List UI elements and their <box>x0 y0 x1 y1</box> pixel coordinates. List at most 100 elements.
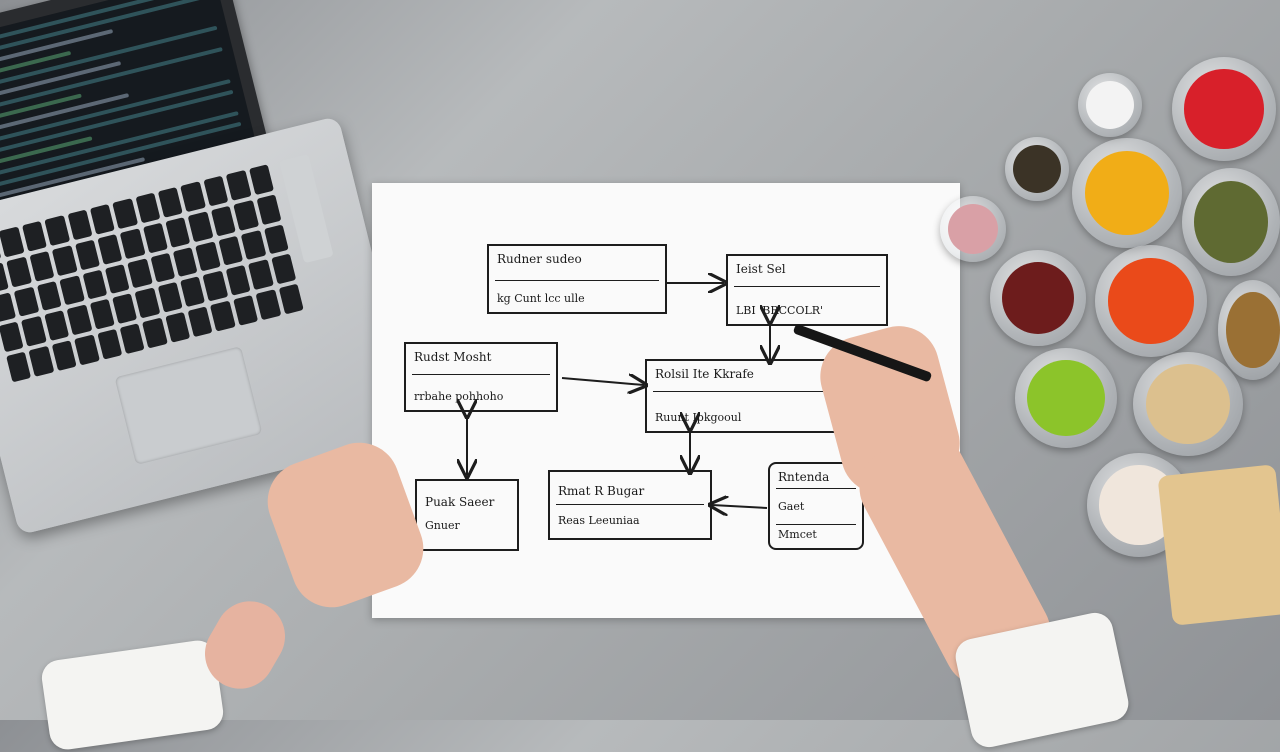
flow-box-footer: Mmcet <box>778 528 817 542</box>
keyboard-key <box>0 321 25 353</box>
keyboard-key <box>104 263 130 295</box>
bowl-turmeric <box>1072 138 1182 248</box>
keyboard-key <box>203 175 229 207</box>
flow-box-subtitle: rrbahe pohhoho <box>414 390 504 404</box>
keyboard-key <box>67 209 93 241</box>
flow-box: Rudner sudeo kg Cunt lcc ulle <box>487 244 667 314</box>
arrow-6 <box>712 505 768 508</box>
keyboard-key <box>157 186 184 218</box>
keyboard-key <box>96 329 123 360</box>
keyboard-key <box>240 229 267 261</box>
keyboard-key <box>0 291 17 323</box>
keyboard-key <box>74 334 100 366</box>
keyboard-key <box>233 199 259 231</box>
flow-box-subtitle: Gaet <box>778 500 805 514</box>
bowl-peas <box>1015 348 1117 448</box>
keyboard-key <box>248 259 274 291</box>
flow-box-subtitle: Ruunt Ipkgooul <box>655 411 742 425</box>
keyboard-key <box>44 310 70 342</box>
keyboard-key <box>36 280 62 312</box>
flow-box-title: Rolsil Ite Kkrafe <box>655 367 754 381</box>
keyboard-key <box>210 205 236 237</box>
keyboard-key <box>134 287 161 319</box>
keyboard-key <box>127 257 153 289</box>
keyboard-key <box>74 239 100 271</box>
keyboard-key <box>248 164 274 195</box>
keyboard-key <box>142 317 168 349</box>
keyboard-key <box>225 169 252 201</box>
keyboard-key <box>119 228 146 259</box>
arrow-2 <box>561 378 644 385</box>
keyboard-key <box>51 340 77 372</box>
bowl-pink-salt <box>940 196 1006 262</box>
keyboard-key <box>256 194 282 225</box>
keyboard-key <box>6 256 32 288</box>
keyboard-key <box>21 316 47 347</box>
bowl-grains <box>1133 352 1243 456</box>
keyboard-key <box>195 241 221 272</box>
keyboard-key <box>164 312 191 343</box>
keyboard-key <box>66 304 93 336</box>
keyboard-key <box>97 233 123 265</box>
bowl-peppercorns <box>1005 137 1069 201</box>
keyboard-key <box>28 346 55 377</box>
keyboard-key <box>278 283 304 315</box>
keyboard-key <box>135 192 161 224</box>
keyboard-key <box>112 293 138 325</box>
bowl-salt <box>1078 73 1142 137</box>
keyboard-key <box>59 274 85 306</box>
keyboard-key <box>0 226 25 258</box>
flow-box: Rolsil Ite Kkrafe Ruunt Ipkgooul <box>645 359 841 433</box>
trackpad <box>114 346 263 465</box>
keyboard-key <box>6 351 32 383</box>
keyboard-key <box>165 216 191 248</box>
keyboard-key <box>210 300 236 332</box>
keyboard-key <box>29 250 55 282</box>
bowl-red-seeds <box>990 250 1086 346</box>
keyboard-key <box>89 203 116 235</box>
keyboard-key <box>233 295 259 326</box>
flow-box: Rudst Mosht rrbahe pohhoho <box>404 342 558 412</box>
flow-box-subtitle: LBI 'BRCCOLR' <box>736 304 824 318</box>
keyboard-key <box>180 181 206 212</box>
keyboard-key <box>263 224 289 255</box>
flow-box-title: Rmat R Bugar <box>558 484 645 498</box>
keyboard-key <box>188 211 214 242</box>
bowl-cumin <box>1218 280 1280 380</box>
keyboard-key <box>202 270 229 302</box>
keyboard-key <box>270 253 297 285</box>
bread-sticks <box>1157 464 1280 626</box>
keyboard-key <box>180 276 206 308</box>
keyboard-key <box>44 215 70 246</box>
flow-box-title: Ieist Sel <box>736 262 786 276</box>
keyboard-key <box>157 282 183 313</box>
flow-box: Rmat R Bugar Reas Leeuniaa <box>548 470 712 540</box>
bowl-herbs <box>1182 168 1280 276</box>
keyboard <box>0 164 304 383</box>
keyboard-key <box>150 252 176 284</box>
keyboard-key <box>172 246 199 278</box>
flow-box-subtitle: kg Cunt lcc ulle <box>497 292 585 306</box>
keyboard-key <box>218 235 244 267</box>
flow-box-title: Rntenda <box>778 470 830 484</box>
flowchart-arrows <box>372 183 960 618</box>
keyboard-key <box>82 269 108 300</box>
flow-box-title: Puak Saeer <box>425 495 495 509</box>
keyboard-key <box>119 323 145 355</box>
keyboard-key <box>142 222 168 254</box>
keyboard-key <box>21 220 48 252</box>
keyboard-key <box>112 198 138 229</box>
bowl-paprika <box>1095 245 1207 357</box>
keyboard-key <box>187 306 213 338</box>
keyboard-key <box>89 299 115 330</box>
flow-box-subtitle: Reas Leeuniaa <box>558 514 640 528</box>
bowl-red-peppers <box>1172 57 1276 161</box>
flow-box-subtitle: Gnuer <box>425 519 460 533</box>
keyboard-key <box>13 286 40 317</box>
flow-box: Puak Saeer Gnuer <box>415 479 519 551</box>
left-sleeve <box>39 638 226 752</box>
flow-box-title: Rudner sudeo <box>497 252 582 266</box>
flow-box-title: Rudst Mosht <box>414 350 492 364</box>
keyboard-key <box>255 289 282 321</box>
